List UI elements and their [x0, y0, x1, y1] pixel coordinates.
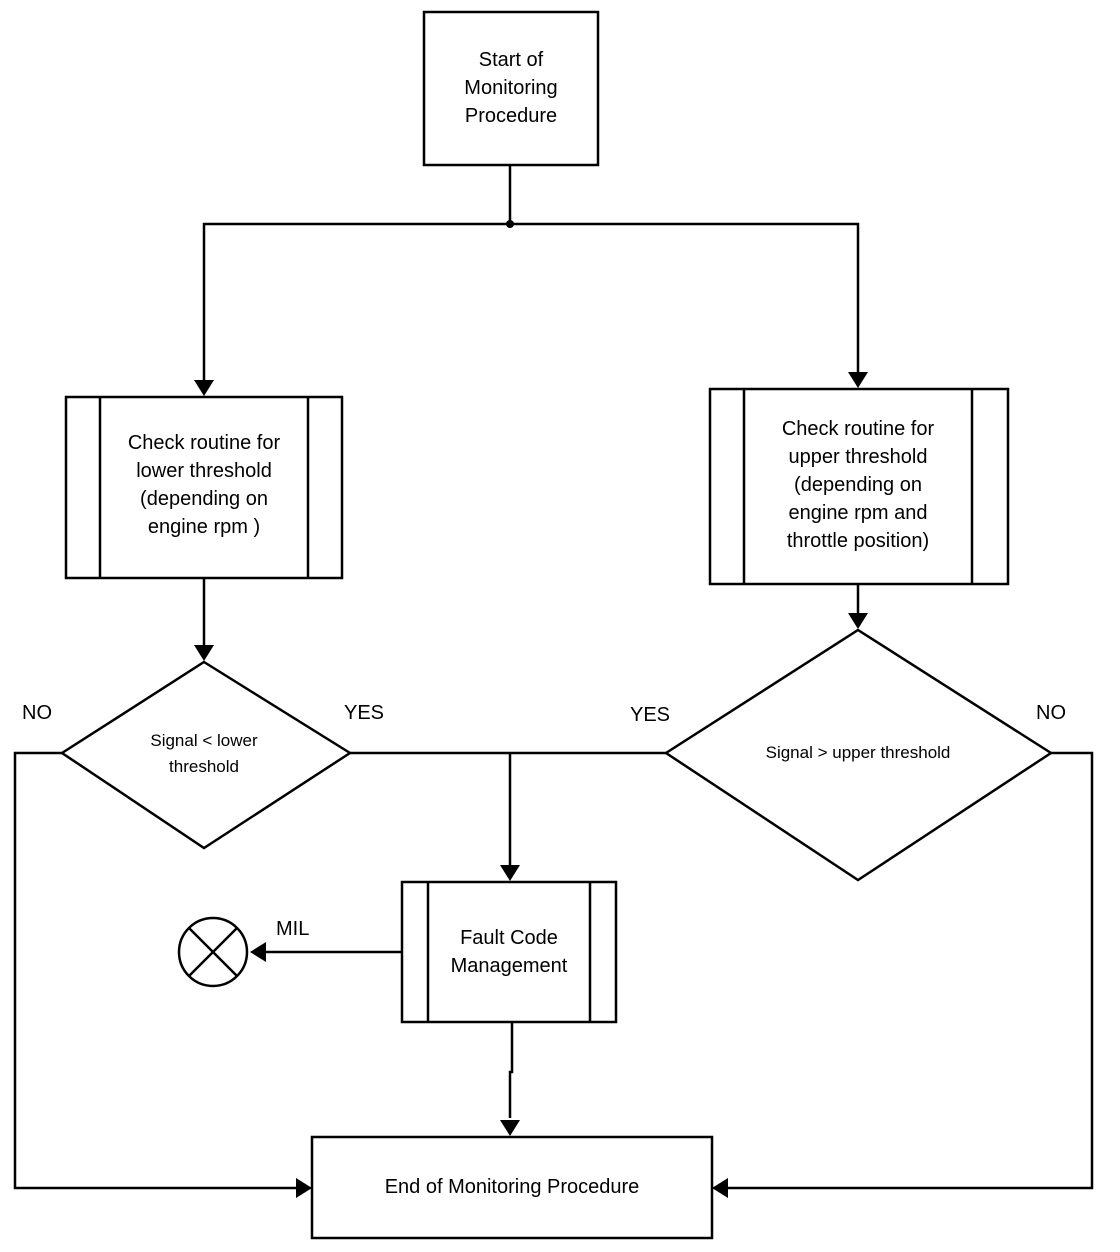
- arrow-left-mil: [250, 942, 266, 962]
- fault-box: [400, 880, 618, 1024]
- lower-no-label: NO: [22, 702, 52, 724]
- lamp-cross-icon: [177, 916, 249, 988]
- lower-decision-diamond: [59, 660, 353, 850]
- arrow-left-end: [712, 1178, 728, 1198]
- lower-yes-label: YES: [344, 702, 385, 724]
- arrow-down-upper-check: [848, 372, 868, 388]
- fault-label: Fault Code Management: [450, 927, 568, 977]
- end-box: [310, 1135, 714, 1240]
- connectors: [13, 165, 1094, 1190]
- arrow-down-end: [500, 1120, 520, 1136]
- end-label: End of Monitoring Procedure: [384, 1176, 640, 1198]
- upper-yes-label: YES: [630, 704, 671, 726]
- connector-fault-to-end: [508, 1022, 514, 1118]
- shapes: [59, 10, 1054, 1240]
- connector-upper-no-to-end: [728, 751, 1094, 1190]
- arrow-right-end: [296, 1178, 312, 1198]
- start-box: [422, 10, 600, 167]
- arrow-down-lower-decision: [194, 645, 214, 661]
- upper-decision-label: Signal > upper threshold: [765, 743, 951, 762]
- mil-label: MIL: [276, 918, 310, 940]
- upper-check-label: Check routine for upper threshold (depen…: [781, 418, 935, 552]
- upper-decision-diamond: [663, 628, 1054, 882]
- arrow-down-upper-decision: [848, 613, 868, 629]
- arrowheads: [194, 372, 868, 1198]
- connector-to-upper-check: [510, 222, 860, 372]
- lower-check-box: [64, 395, 344, 580]
- arrow-down-fault: [500, 865, 520, 881]
- upper-check-box: [708, 387, 1010, 586]
- connector-to-lower-check: [202, 222, 510, 380]
- connector-lower-no-to-end: [13, 751, 296, 1190]
- lower-decision-label: Signal < lower threshold: [150, 731, 258, 776]
- arrow-down-lower-check: [194, 380, 214, 396]
- start-label: Start of Monitoring Procedure: [464, 49, 558, 127]
- lower-check-label: Check routine for lower threshold (depen…: [127, 432, 281, 538]
- upper-no-label: NO: [1036, 702, 1066, 724]
